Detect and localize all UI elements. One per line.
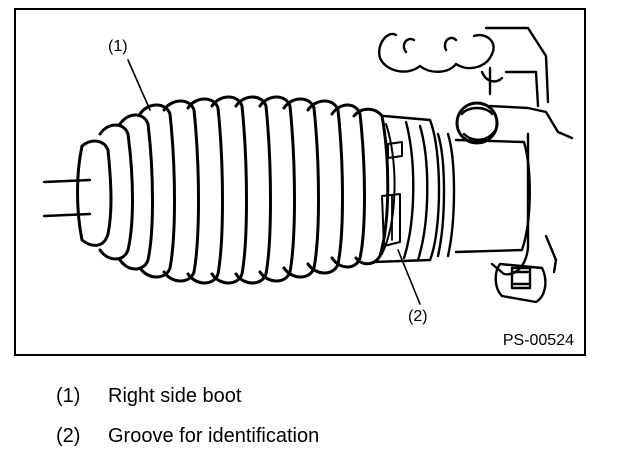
leader-line-2 bbox=[397, 249, 421, 305]
legend-number: (1) bbox=[56, 385, 81, 407]
boot-illustration bbox=[42, 26, 574, 305]
tie-rod bbox=[42, 178, 92, 218]
callout-1: (1) bbox=[108, 38, 128, 55]
legend-number: (2) bbox=[56, 425, 81, 447]
legend-label: Right side boot bbox=[108, 385, 242, 407]
steering-gearbox-housing bbox=[378, 26, 574, 304]
rack-housing-tube bbox=[436, 132, 531, 258]
bellows-boot bbox=[76, 95, 390, 285]
figure-frame: (1) (2) PS-00524 bbox=[14, 8, 586, 356]
figure-code: PS-00524 bbox=[502, 332, 574, 349]
legend: (1) Right side boot (2) Groove for ident… bbox=[56, 384, 319, 464]
boot-large-end bbox=[372, 114, 441, 264]
callout-2: (2) bbox=[408, 308, 428, 325]
leader-line-1 bbox=[127, 59, 151, 111]
legend-item: (1) Right side boot bbox=[56, 384, 319, 408]
legend-label: Groove for identification bbox=[108, 425, 320, 447]
legend-item: (2) Groove for identification bbox=[56, 424, 319, 448]
